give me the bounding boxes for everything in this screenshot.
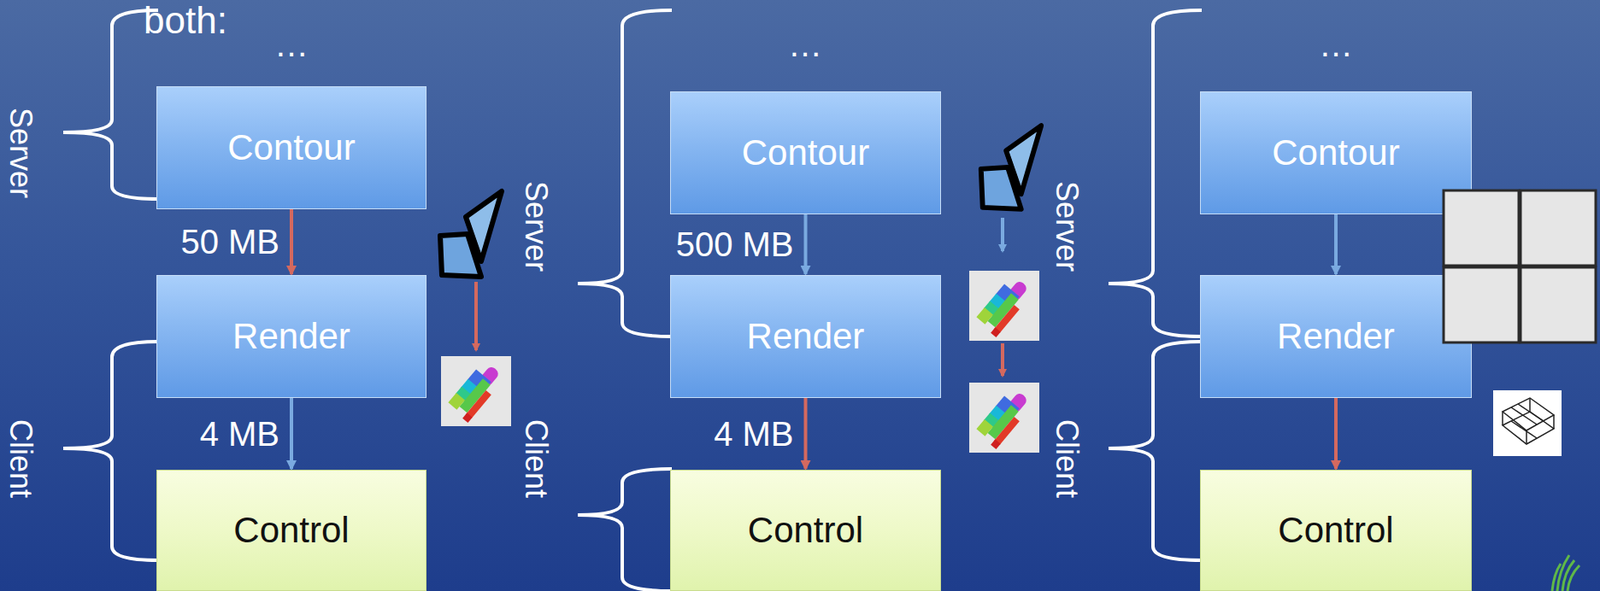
- data-flow-arrow: [804, 398, 808, 470]
- tier-label: Server: [518, 181, 553, 272]
- box-label: Render: [232, 316, 351, 358]
- wireframe-icon: [1493, 390, 1562, 457]
- ellipsis: …: [274, 25, 309, 64]
- process-box: Render: [156, 275, 427, 399]
- data-size: 4 MB: [713, 415, 794, 453]
- process-box: Contour: [1200, 91, 1472, 215]
- ellipsis: …: [1318, 25, 1353, 64]
- tier-label: Client: [1049, 419, 1084, 499]
- control-box: Control: [1200, 470, 1472, 591]
- tier-label: Server: [3, 107, 38, 199]
- box-label: Render: [747, 316, 865, 358]
- tier-label: Client: [518, 419, 553, 499]
- box-label: Contour: [227, 127, 355, 169]
- heading-fragment: both:: [143, 0, 228, 42]
- control-box: Control: [670, 470, 942, 591]
- ellipsis: …: [788, 25, 823, 64]
- process-box: Contour: [156, 86, 427, 210]
- rendered-image: [969, 270, 1040, 342]
- data-flow-arrow: [804, 214, 808, 275]
- data-size: 500 MB: [676, 225, 795, 264]
- box-label: Render: [1276, 316, 1395, 358]
- camera-icon: [981, 125, 1042, 210]
- process-box: Render: [670, 275, 942, 399]
- process-box: Render: [1200, 275, 1472, 399]
- process-box: Contour: [670, 91, 942, 215]
- data-flow-arrow: [1334, 398, 1338, 470]
- image-arrow: [1000, 217, 1005, 252]
- camera-icon: [440, 191, 502, 277]
- image-arrow: [1000, 343, 1005, 377]
- data-flow-arrow: [289, 398, 294, 470]
- data-flow-arrow: [289, 209, 294, 275]
- logo: [1552, 555, 1580, 591]
- box-label: Control: [747, 510, 864, 552]
- box-label: Contour: [1271, 132, 1400, 174]
- brace: [63, 10, 1202, 591]
- data-size: 50 MB: [180, 223, 280, 261]
- box-label: Control: [1277, 510, 1394, 552]
- box-label: Control: [233, 510, 349, 552]
- data-size: 4 MB: [200, 415, 280, 453]
- rendered-image: [969, 382, 1040, 453]
- data-flow-arrow: [1334, 214, 1338, 275]
- image-arrow: [474, 282, 478, 351]
- tier-label: Client: [3, 419, 38, 499]
- rendered-image: [441, 356, 512, 427]
- tier-label: Server: [1049, 181, 1084, 272]
- control-box: Control: [156, 470, 427, 591]
- box-label: Contour: [741, 132, 870, 174]
